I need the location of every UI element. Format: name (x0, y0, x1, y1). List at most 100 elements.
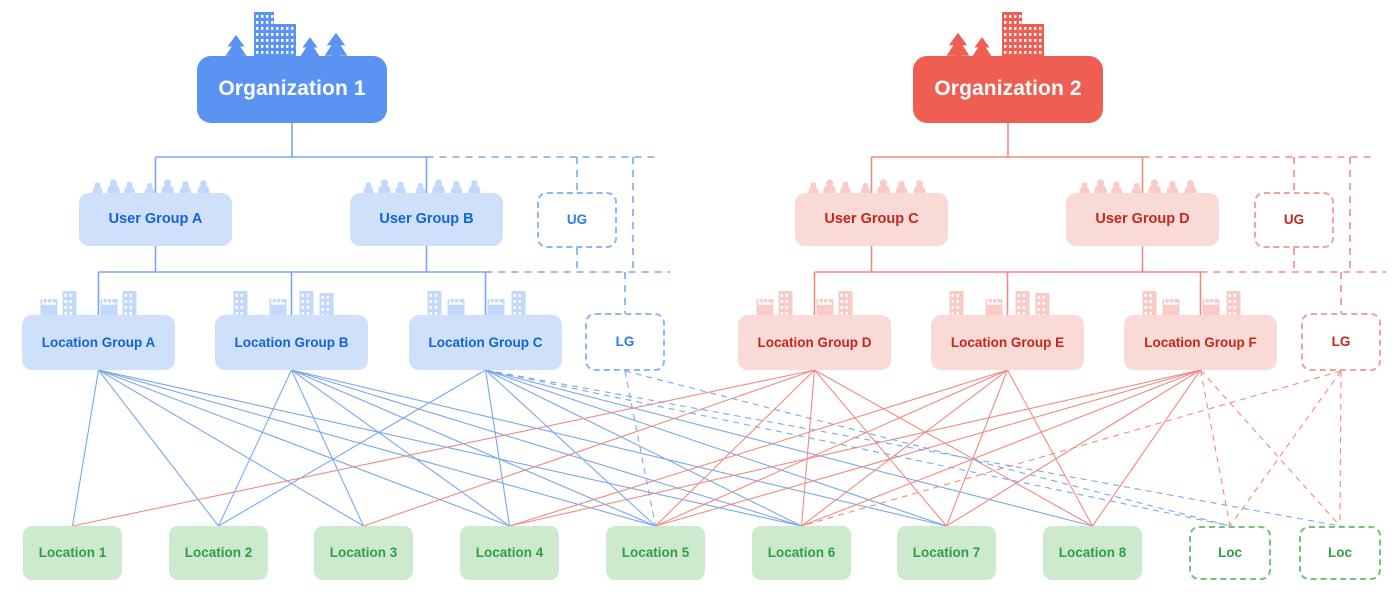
person-icon (810, 182, 817, 189)
person-icon (898, 180, 905, 188)
user-group-placeholder-ug-ghost-red[interactable]: UG (1254, 192, 1334, 248)
user-group-node-ugd[interactable]: User Group D (1066, 193, 1219, 246)
location-node-loc6[interactable]: Location 6 (752, 526, 851, 580)
person-icon (94, 182, 101, 189)
location-link (655, 369, 1201, 527)
location-link (72, 369, 815, 527)
location-group-node-lgb[interactable]: Location Group B (215, 315, 368, 370)
location-node-loc3[interactable]: Location 3 (314, 526, 413, 580)
building-icon (1035, 293, 1050, 317)
building-icon (1022, 24, 1044, 58)
user-group-node-ugb[interactable]: User Group B (350, 193, 503, 246)
person-icon (1113, 181, 1120, 188)
location-node-loc4[interactable]: Location 4 (460, 526, 559, 580)
location-node-label: Location 8 (1058, 545, 1127, 561)
building-icon (62, 291, 77, 317)
location-node-label: Location 5 (621, 545, 690, 561)
person-icon (163, 179, 172, 187)
location-link (801, 369, 1201, 527)
person-icon (842, 181, 849, 188)
location-link (98, 369, 510, 527)
user-group-node-label: User Group D (1095, 211, 1190, 228)
tree-icon (300, 37, 320, 58)
location-link (291, 369, 364, 527)
location-placeholder-loc-ghost-1[interactable]: Loc (1189, 526, 1271, 580)
user-group-node-ugc[interactable]: User Group C (795, 193, 948, 246)
organization-node-label: Organization 2 (934, 77, 1082, 101)
location-placeholder-label: Loc (1217, 545, 1242, 561)
location-group-placeholder-lg-ghost-blue[interactable]: LG (585, 313, 665, 371)
user-group-node-label: User Group B (379, 211, 474, 228)
location-link (1199, 369, 1231, 527)
location-link (655, 369, 815, 527)
tree-icon (225, 34, 247, 58)
tree-icon (946, 32, 970, 58)
location-group-node-label: Location Group E (950, 334, 1065, 350)
location-link (624, 370, 1231, 527)
person-icon (365, 182, 372, 189)
building-icon (1015, 291, 1030, 317)
location-node-loc2[interactable]: Location 2 (169, 526, 268, 580)
building-icon (427, 291, 442, 317)
location-node-loc8[interactable]: Location 8 (1043, 526, 1142, 580)
location-group-node-label: Location Group C (428, 334, 543, 350)
location-link (1092, 369, 1201, 527)
location-link (624, 370, 657, 527)
location-link (485, 369, 1341, 527)
location-link (291, 369, 802, 527)
location-link (485, 369, 802, 527)
building-icon (778, 291, 793, 317)
person-icon (182, 180, 189, 188)
organization-node-org2[interactable]: Organization 2 (913, 56, 1103, 123)
location-link (485, 369, 656, 527)
location-group-node-label: Location Group F (1144, 334, 1257, 350)
location-group-placeholder-lg-ghost-red[interactable]: LG (1301, 313, 1381, 371)
location-node-label: Location 6 (767, 545, 836, 561)
location-group-node-lgf[interactable]: Location Group F (1124, 315, 1277, 370)
location-link (485, 369, 947, 527)
tree-icon (324, 32, 348, 58)
location-group-placeholder-label: LG (1331, 334, 1351, 350)
person-icon (453, 180, 460, 188)
location-placeholder-loc-ghost-2[interactable]: Loc (1299, 526, 1381, 580)
location-link (509, 369, 1201, 527)
location-link (98, 369, 219, 527)
location-group-node-lga[interactable]: Location Group A (22, 315, 175, 370)
location-link (98, 369, 364, 527)
location-node-label: Location 1 (38, 545, 107, 561)
user-group-placeholder-ug-ghost-blue[interactable]: UG (537, 192, 617, 248)
location-group-node-label: Location Group A (41, 334, 156, 350)
location-link (484, 369, 511, 527)
person-icon (200, 180, 207, 188)
location-group-node-label: Location Group B (234, 334, 349, 350)
location-node-loc1[interactable]: Location 1 (23, 526, 122, 580)
location-link (291, 369, 656, 527)
location-link (291, 369, 510, 527)
location-group-node-lgd[interactable]: Location Group D (738, 315, 891, 370)
user-group-node-label: User Group A (108, 211, 203, 228)
person-icon (380, 179, 389, 187)
tree-icon (972, 37, 992, 58)
building-icon (1142, 291, 1157, 317)
location-link (509, 369, 1008, 527)
building-icon (319, 293, 334, 317)
location-group-node-lge[interactable]: Location Group E (931, 315, 1084, 370)
person-icon (1081, 182, 1088, 189)
building-icon (274, 24, 296, 58)
location-group-node-lgc[interactable]: Location Group C (409, 315, 562, 370)
location-node-label: Location 2 (184, 545, 253, 561)
location-node-loc7[interactable]: Location 7 (897, 526, 996, 580)
user-group-node-uga[interactable]: User Group A (79, 193, 232, 246)
location-link (814, 369, 1093, 527)
organization-node-org1[interactable]: Organization 1 (197, 56, 387, 123)
location-link (1229, 370, 1342, 527)
location-link (800, 369, 816, 527)
location-link (1339, 370, 1342, 527)
location-link (363, 369, 815, 527)
person-icon (1133, 182, 1140, 189)
person-icon (109, 179, 118, 187)
location-node-loc5[interactable]: Location 5 (606, 526, 705, 580)
building-icon (233, 291, 248, 317)
